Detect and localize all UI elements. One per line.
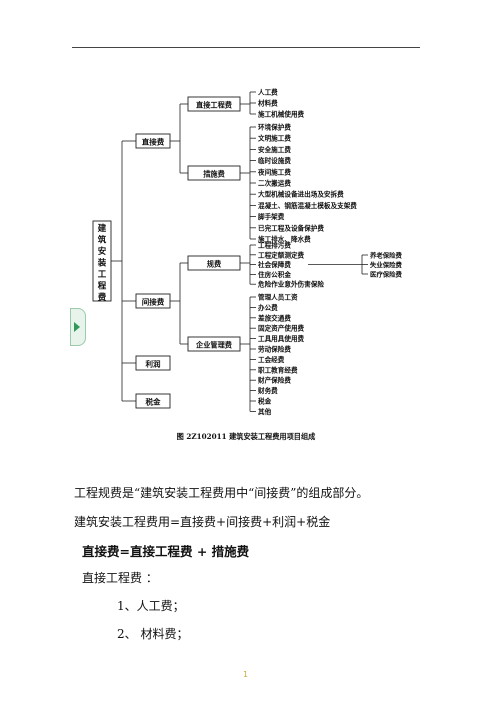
side-expand-tab[interactable] xyxy=(70,308,86,346)
management-item-label: 固定资产使用费 xyxy=(258,324,305,333)
measures-item-label: 夜间施工费 xyxy=(257,167,291,176)
level1-label: 税金 xyxy=(146,397,161,407)
root-char: 装 xyxy=(97,258,107,269)
measures-item-label: 已完工程及设备保护费 xyxy=(258,223,324,232)
level1-label: 利润 xyxy=(145,359,161,369)
direct-engineering-item-label: 人工费 xyxy=(258,88,278,97)
level1-label: 间接费 xyxy=(142,297,165,307)
header-rule xyxy=(72,47,420,48)
management-item-label: 职工教育经费 xyxy=(258,365,298,374)
level1-box xyxy=(135,355,171,371)
measures-item-label: 脚手架费 xyxy=(258,212,285,221)
regulatory-item-label: 工程定额测定费 xyxy=(258,250,305,259)
level1-box xyxy=(135,393,171,409)
measures-item-label: 二次搬运费 xyxy=(258,179,291,188)
regulatory-item-label: 社会保障费 xyxy=(257,260,291,269)
management-item-label: 管理人员工资 xyxy=(258,293,298,302)
management-item-label: 工会经费 xyxy=(258,355,285,364)
measures-item-label: 混凝土、钢筋混凝土模板及支架费 xyxy=(258,201,357,210)
measures-item-label: 临时设施费 xyxy=(258,156,291,165)
measures-item-label: 大型机械设备进出场及安拆费 xyxy=(258,190,344,199)
management-item-label: 财务费 xyxy=(257,386,278,395)
management-item-label: 财产保险费 xyxy=(257,376,291,385)
measures-item-label: 安全施工费 xyxy=(258,145,291,154)
social-security-label: 养老保险费 xyxy=(369,251,403,260)
social-security-label: 医疗保险费 xyxy=(370,270,403,279)
play-icon xyxy=(74,322,80,332)
root-char: 费 xyxy=(98,292,107,303)
management-item-label: 其他 xyxy=(258,407,272,416)
paragraph-line-3: 直接费=直接工程费 + 措施费 xyxy=(82,544,250,559)
regulatory-item-label: 住房公积金 xyxy=(258,270,291,279)
root-char: 安 xyxy=(98,246,107,257)
social-security-label: 失业保险费 xyxy=(370,260,403,269)
measures-item-label: 施工排水、降水费 xyxy=(258,235,311,244)
management-item-label: 办公费 xyxy=(258,303,278,312)
list-item-2: 2、 材料费； xyxy=(117,627,189,641)
measures-item-label: 环境保护费 xyxy=(258,123,291,132)
measures-item-label: 文明施工费 xyxy=(258,134,291,143)
page-number: 1 xyxy=(243,670,249,679)
direct-group-label: 措施费 xyxy=(203,170,225,179)
root-char: 筑 xyxy=(98,235,107,246)
direct-engineering-item-label: 施工机械使用费 xyxy=(258,110,305,119)
management-item-label: 差旅交通费 xyxy=(258,313,291,322)
list-item-1: 1、人工费； xyxy=(117,599,185,613)
regulatory-item-label: 工程排污费 xyxy=(258,241,291,250)
direct-group-label: 直接工程费 xyxy=(196,101,232,110)
direct-engineering-item-label: 材料费 xyxy=(257,99,278,108)
management-item-label: 工具用具使用费 xyxy=(258,334,305,343)
indirect-group-label: 企业管理费 xyxy=(195,341,232,350)
management-item-label: 税金 xyxy=(258,397,272,406)
root-char: 程 xyxy=(98,281,107,292)
root-char: 建 xyxy=(97,223,107,234)
root-char: 工 xyxy=(98,270,107,280)
management-item-label: 劳动保险费 xyxy=(258,345,291,354)
indirect-group-label: 规费 xyxy=(206,260,221,269)
cost-structure-diagram: 建筑安装工程费 直接费间接费利润税金 直接工程费措施费规费企业管理费 人工费材料费施工… xyxy=(72,58,420,450)
paragraph-line-2: 建筑安装工程费用=直接费+间接费+利润+税金 xyxy=(74,515,331,529)
paragraph-line-4: 直接工程费 ： xyxy=(82,571,158,585)
regulatory-item-label: 危险作业意外伤害保险 xyxy=(257,280,324,289)
figure-caption: 图 2Z102011 建筑安装工程费用项目组成 xyxy=(177,432,317,441)
level1-label: 直接费 xyxy=(142,137,165,147)
paragraph-line-1: 工程规费是“建筑安装工程费用中“间接费”的组成部分。 xyxy=(74,486,369,500)
